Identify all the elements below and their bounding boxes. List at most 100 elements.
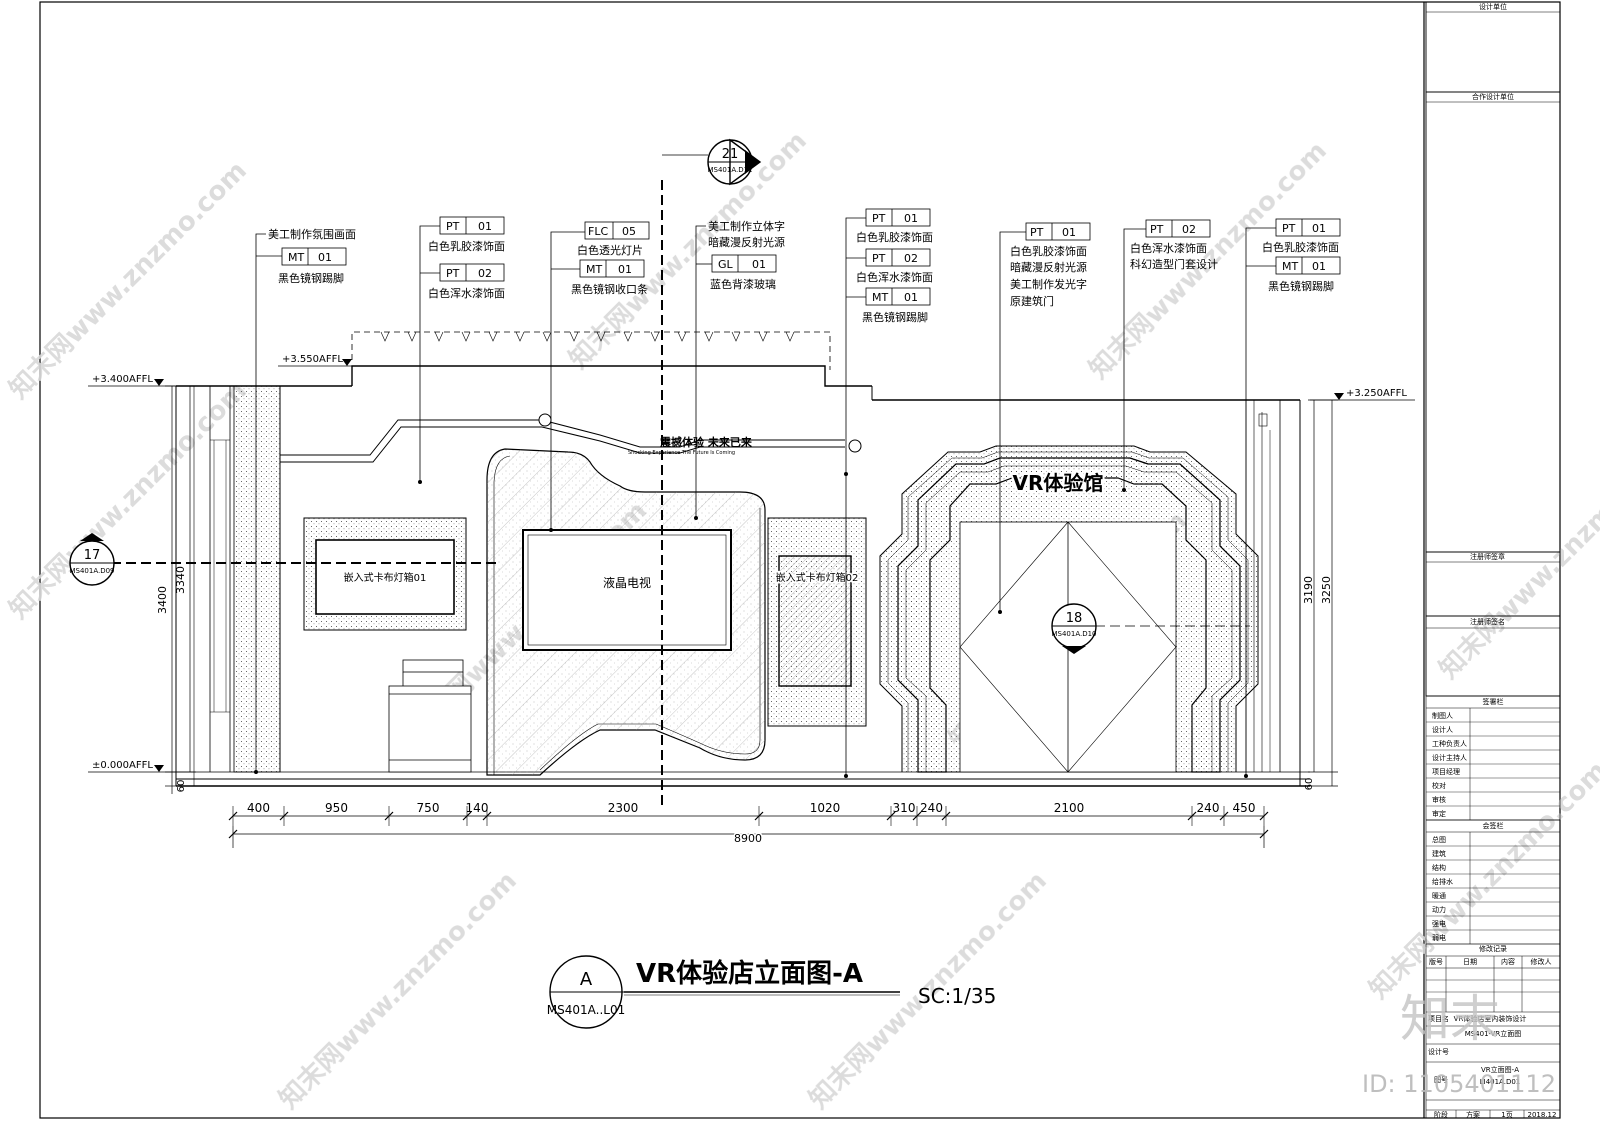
tb-cosign-row-label: 建筑 <box>1432 849 1446 858</box>
downlight-icon <box>650 331 660 342</box>
c5-num3: 01 <box>904 291 918 304</box>
dim-height-3250: 3250 <box>1320 576 1333 604</box>
tb-cosign-header: 会签栏 <box>1483 821 1504 830</box>
downlight-icon <box>596 331 606 342</box>
tb-cosign-row-label: 结构 <box>1432 863 1446 872</box>
ceiling-light-trough <box>351 331 831 370</box>
tb-sign-header: 签署栏 <box>1483 697 1504 706</box>
c1-code: MT <box>288 251 304 264</box>
c3-num2: 01 <box>618 263 632 276</box>
dim-segment-label: 450 <box>1233 801 1256 815</box>
tb-reg-stamp: 注册师签章 <box>1470 552 1505 561</box>
c5-num1: 01 <box>904 212 918 225</box>
c6-num: 01 <box>1062 226 1076 239</box>
tb-project-label: 项目名 <box>1428 1014 1449 1023</box>
tb-revision-header: 修改记录 <box>1479 944 1507 953</box>
height-dimensions <box>165 385 1338 794</box>
downlight-icon <box>488 331 498 342</box>
c5-num2: 02 <box>904 252 918 265</box>
tb-reg-sign: 注册师签名 <box>1470 617 1505 626</box>
dim-segment-label: 1020 <box>810 801 841 815</box>
downlight-icon <box>569 331 579 342</box>
c2-num2: 02 <box>478 267 492 280</box>
downlight-icon <box>785 331 795 342</box>
tb-rev-col-2: 内容 <box>1501 957 1515 966</box>
downlight-icon <box>515 331 525 342</box>
callout-code-boxes <box>281 208 1341 306</box>
tb-sign-row-label: 审核 <box>1432 795 1446 804</box>
downlight-icon <box>461 331 471 342</box>
tb-cosign-row-label: 给排水 <box>1432 877 1453 886</box>
callout-leaders <box>255 217 1276 776</box>
c1-text2: 黑色镜钢踢脚 <box>278 271 344 285</box>
left-pillar <box>233 385 281 773</box>
c6-text1: 白色乳胶漆饰面 <box>1010 244 1087 258</box>
tb-sign-row-label: 工种负责人 <box>1432 739 1467 748</box>
c7-code: PT <box>1150 223 1164 236</box>
section-marker-21: 21 MS401A.D11 <box>707 136 762 188</box>
tb-sheet-label: 图号 <box>1434 1076 1448 1084</box>
tb-sign-row-label: 制图人 <box>1432 711 1453 720</box>
title-block-panel: 设计单位 合作设计单位 注册师签章 注册师签名 签署栏 会签栏 修改记录 制图人… <box>1425 1 1561 1119</box>
lightbox-left-label: 嵌入式卡布灯箱01 <box>344 571 427 584</box>
c7-num: 02 <box>1182 223 1196 236</box>
tb-cosign-row-label: 总图 <box>1432 835 1446 844</box>
tb-rev-col-1: 日期 <box>1463 958 1477 966</box>
c4-num: 01 <box>752 258 766 271</box>
dim-segment-label: 140 <box>466 801 489 815</box>
dim-segment-label: 2300 <box>608 801 639 815</box>
tb-sign-row-label: 审定 <box>1432 809 1446 818</box>
watermark-text: 知末网www.znzmo.com <box>4 376 253 625</box>
dim-height-60-right: 60 <box>1304 778 1315 791</box>
downlight-icon <box>731 331 741 342</box>
marker-21-ref: MS401A.D11 <box>707 166 752 174</box>
drawing-title-block: A MS401A..L01 VR体验店立面图-A SC:1/35 <box>547 955 996 1029</box>
dim-segment-label: 950 <box>325 801 348 815</box>
vr-sign-text: VR体验馆 <box>1013 471 1104 495</box>
neon-pipe-lines <box>280 419 845 463</box>
c7-text2: 科幻造型门套设计 <box>1130 257 1218 271</box>
drawing-title: VR体验店立面图-A <box>636 958 863 989</box>
watermark-brand: 知末 <box>1400 990 1500 1048</box>
tb-page: 1页 <box>1501 1111 1512 1119</box>
c8-num2: 01 <box>1312 260 1326 273</box>
c2-text1: 白色乳胶漆饰面 <box>428 239 505 253</box>
tb-sign-row-label: 设计主持人 <box>1432 753 1467 762</box>
c2-code1: PT <box>446 220 460 233</box>
c5-text3: 黑色镜钢踢脚 <box>862 310 928 324</box>
downlight-icon <box>704 331 714 342</box>
wall-slogan-cn: 震撼体验 未来已来 <box>659 435 753 449</box>
tb-drawing-name: MS401-VR立面图 <box>1465 1029 1522 1038</box>
c8-code1: PT <box>1282 222 1296 235</box>
callout-dots <box>254 472 1248 778</box>
c3-num1: 05 <box>622 225 636 238</box>
section-marker-17: 17 MS401A.D09 <box>69 533 115 586</box>
callout-texts: 美工制作氛围画面 MT 01 黑色镜钢踢脚 PT 01 白色乳胶漆饰面 PT 0… <box>268 212 1339 324</box>
tb-designer-label: 设计号 <box>1428 1047 1449 1056</box>
watermark-text: 知末网www.znzmo.com <box>1364 756 1600 1005</box>
reception-counter <box>388 659 472 773</box>
tb-cosign-row-label: 弱电 <box>1432 933 1446 942</box>
c5-text2: 白色浑水漆饰面 <box>856 270 933 284</box>
c6-text4: 原建筑门 <box>1010 294 1054 308</box>
watermark-id: ID: 1105401112 <box>1362 1070 1556 1098</box>
tb-drawing-code: VR立面图-A <box>1481 1065 1519 1074</box>
lcd-tv <box>522 529 732 651</box>
downlight-icon <box>434 331 444 342</box>
level-floor: ±0.000AFFL <box>92 760 153 771</box>
c5-code3: MT <box>872 291 888 304</box>
dim-segment-label: 240 <box>1197 801 1220 815</box>
marker-18-num: 18 <box>1066 611 1083 626</box>
c5-code2: PT <box>872 252 886 265</box>
tb-sign-row-label: 设计人 <box>1432 725 1453 734</box>
c8-text1: 白色乳胶漆饰面 <box>1262 240 1339 254</box>
marker-21-num: 21 <box>722 147 739 162</box>
c3-text1: 白色透光灯片 <box>577 243 643 257</box>
lightbox-right-label: 嵌入式卡布灯箱02 <box>776 571 859 584</box>
dim-segment-label: 750 <box>417 801 440 815</box>
tb-status: 方案 <box>1466 1110 1480 1119</box>
c3-code2: MT <box>586 263 602 276</box>
